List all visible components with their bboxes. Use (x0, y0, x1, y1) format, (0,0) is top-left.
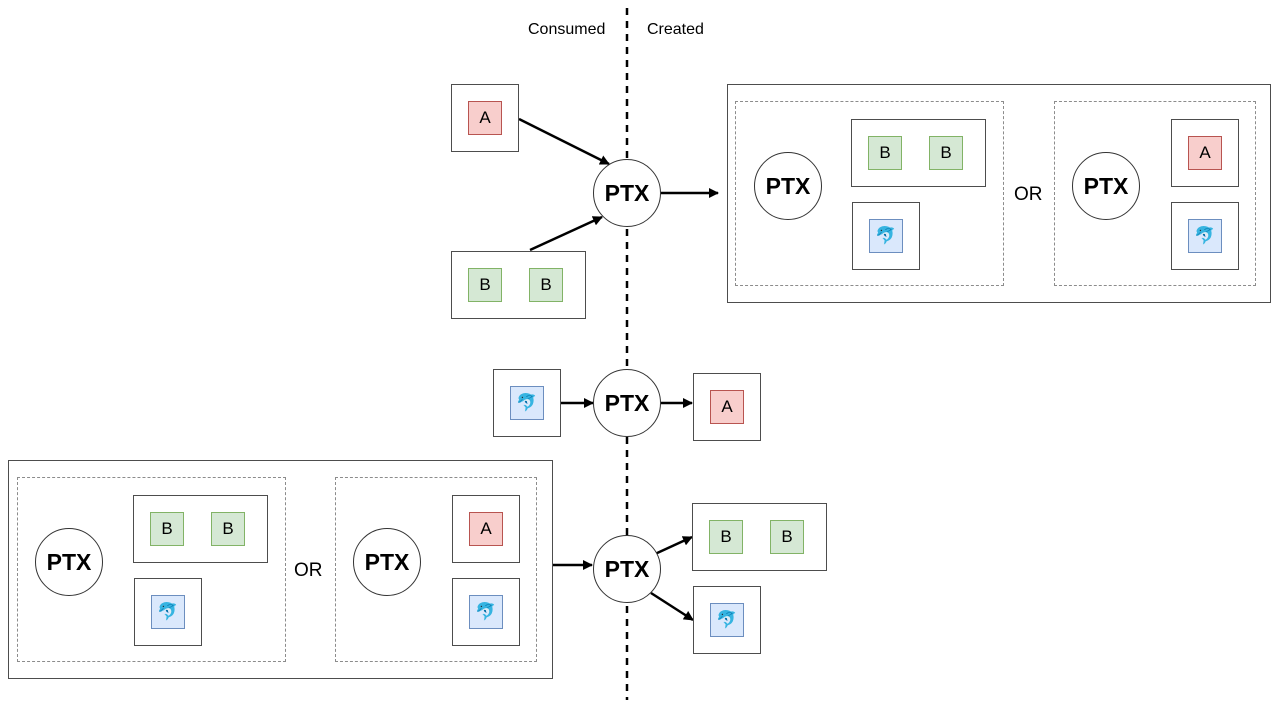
input-nft-box: 🐬 (493, 369, 561, 437)
output-bb-box: B B (692, 503, 827, 571)
dolphin-icon: 🐬 (151, 595, 185, 629)
arrow-ptx-to-bb (654, 535, 693, 556)
output-a-box: A (693, 373, 761, 441)
ptx-node: PTX (593, 535, 661, 603)
output-bb-box: B B (133, 495, 268, 563)
token-b: B (468, 268, 502, 302)
created-options-box: PTX B B 🐬 OR PTX A 🐬 (727, 84, 1271, 303)
output-nft-box: 🐬 (452, 578, 520, 646)
output-nft-box: 🐬 (134, 578, 202, 646)
ptx-node: PTX (593, 369, 661, 437)
arrow-a-to-ptx (518, 117, 610, 166)
ptx-node: PTX (1072, 152, 1140, 220)
token-a: A (469, 512, 503, 546)
dolphin-icon: 🐬 (1188, 219, 1222, 253)
output-nft-box: 🐬 (852, 202, 920, 270)
or-label: OR (1014, 184, 1043, 205)
token-b: B (929, 136, 963, 170)
option-1: PTX B B 🐬 (17, 477, 286, 662)
input-a-box: A (451, 84, 519, 152)
dolphin-icon: 🐬 (710, 603, 744, 637)
token-b: B (529, 268, 563, 302)
input-bb-box: B B (451, 251, 586, 319)
token-b: B (770, 520, 804, 554)
token-a: A (710, 390, 744, 424)
dolphin-icon: 🐬 (510, 386, 544, 420)
dolphin-icon: 🐬 (869, 219, 903, 253)
output-nft-box: 🐬 (1171, 202, 1239, 270)
token-a: A (468, 101, 502, 135)
consumed-options-box: PTX B B 🐬 OR PTX A 🐬 (8, 460, 553, 679)
ptx-node: PTX (593, 159, 661, 227)
output-nft-box: 🐬 (693, 586, 761, 654)
created-header: Created (647, 21, 704, 38)
or-label: OR (294, 560, 323, 581)
option-2: PTX A 🐬 (335, 477, 537, 662)
output-a-box: A (452, 495, 520, 563)
arrow-ptx-to-nft (650, 591, 694, 622)
dolphin-icon: 🐬 (469, 595, 503, 629)
token-b: B (709, 520, 743, 554)
ptx-node: PTX (35, 528, 103, 596)
token-a: A (1188, 136, 1222, 170)
token-b: B (150, 512, 184, 546)
output-bb-box: B B (851, 119, 986, 187)
ptx-node: PTX (353, 528, 421, 596)
token-b: B (868, 136, 902, 170)
token-b: B (211, 512, 245, 546)
consumed-header: Consumed (528, 21, 606, 38)
output-a-box: A (1171, 119, 1239, 187)
option-2: PTX A 🐬 (1054, 101, 1256, 286)
ptx-node: PTX (754, 152, 822, 220)
arrow-bb-to-ptx (529, 215, 603, 252)
option-1: PTX B B 🐬 (735, 101, 1004, 286)
